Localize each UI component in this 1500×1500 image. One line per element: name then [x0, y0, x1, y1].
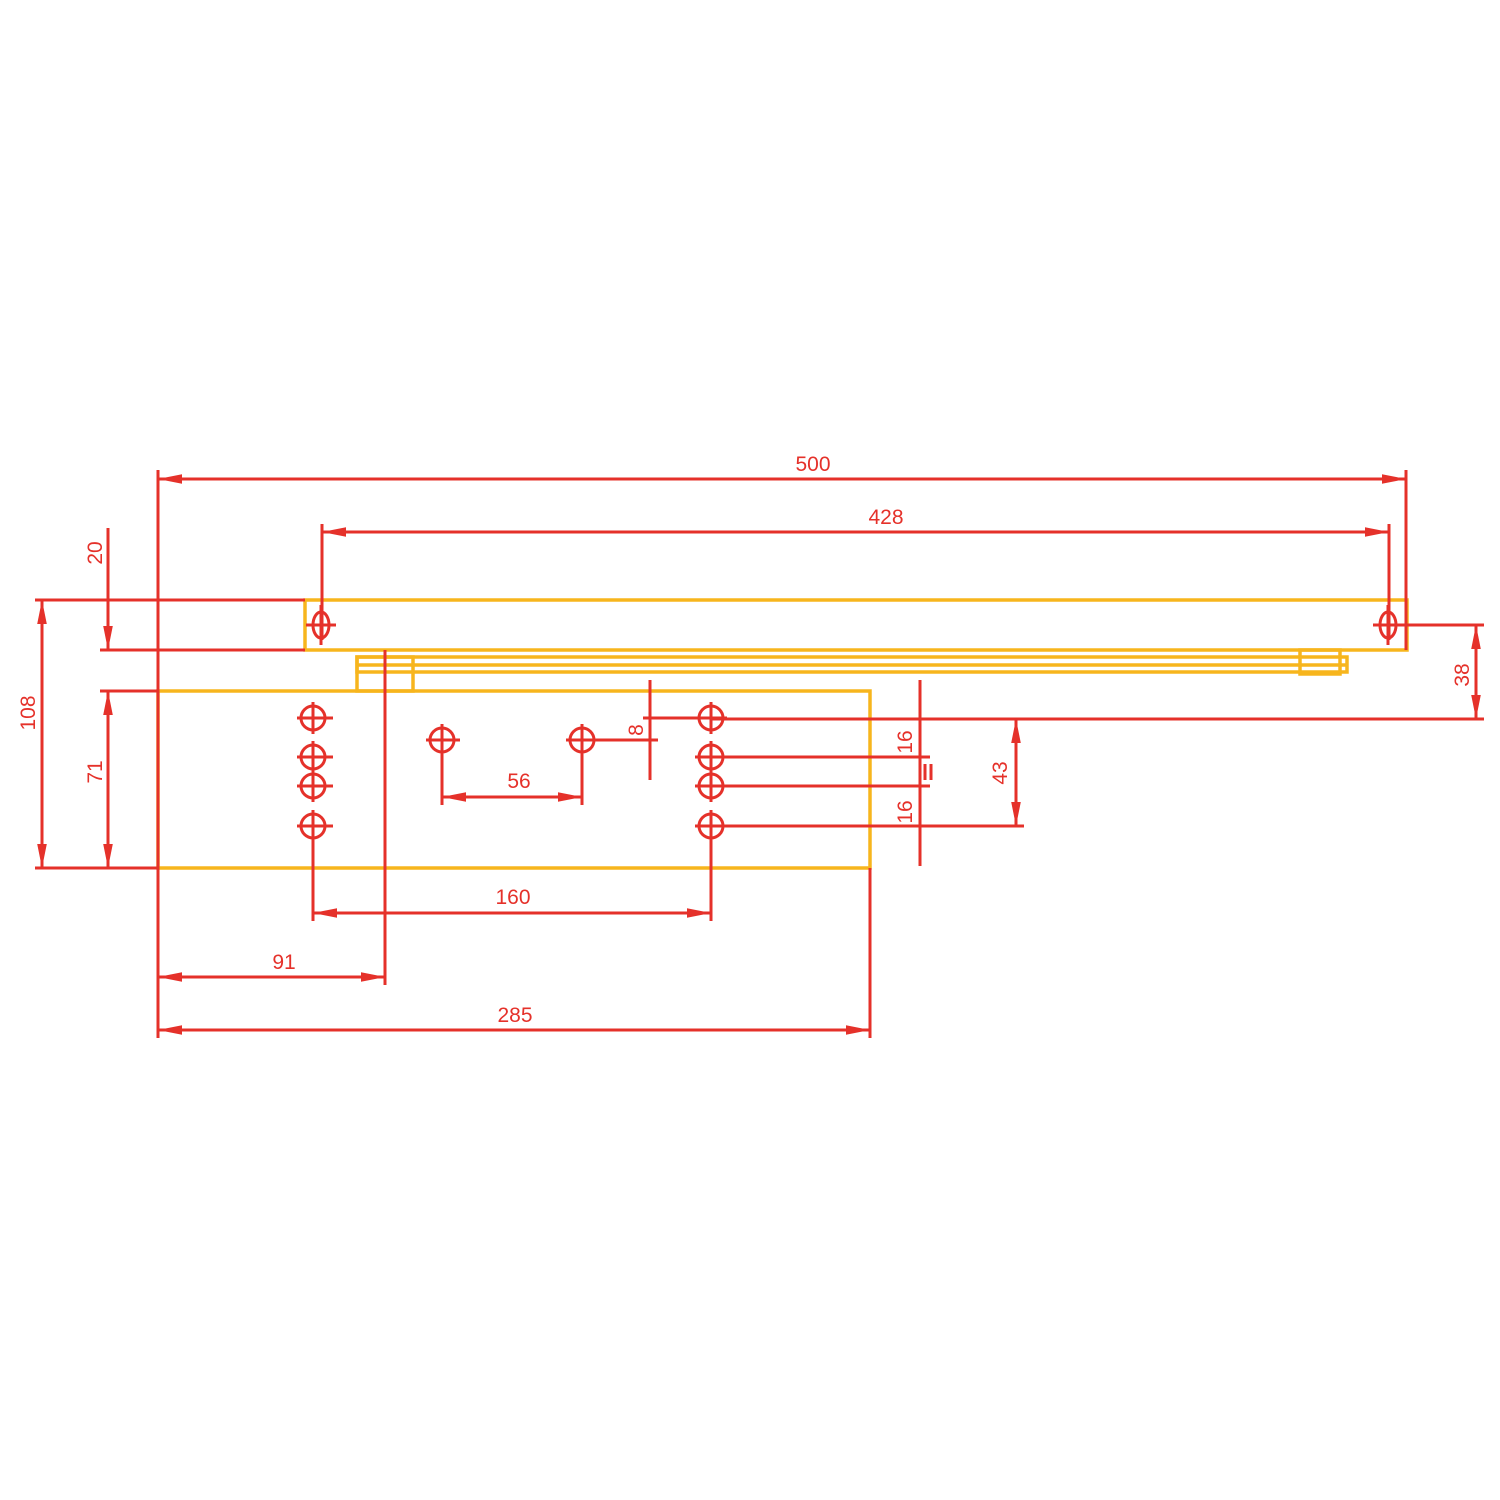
dim-label-285: 285 [497, 1004, 532, 1027]
rail-arm-outline [303, 598, 1409, 652]
dim-label-500: 500 [795, 453, 830, 476]
dim-label-38: 38 [1451, 663, 1474, 686]
dim-label-428: 428 [868, 506, 903, 529]
body-hole-left-1 [297, 702, 333, 734]
center-hole-left [426, 724, 460, 756]
dim-label-56: 56 [507, 770, 530, 793]
dim-label-20: 20 [84, 541, 107, 564]
body-hole-left-4 [297, 810, 333, 842]
dim-label-43: 43 [989, 761, 1012, 784]
mounting-holes [297, 605, 1403, 842]
dim-label-16-upper: 16 [894, 730, 917, 753]
closer-outline [156, 598, 1409, 870]
dim-label-16-lower: 16 [894, 800, 917, 823]
slider-block [1298, 648, 1342, 676]
dim-label-160: 160 [495, 886, 530, 909]
dim-label-71: 71 [84, 760, 107, 783]
dim-label-8: 8 [625, 724, 648, 736]
body-hole-left-3 [297, 770, 333, 802]
dim-label-91: 91 [272, 951, 295, 974]
extension-lines [35, 470, 1484, 1038]
dim-label-108: 108 [17, 695, 40, 730]
body-hole-left-2 [297, 741, 333, 773]
dimension-lines [37, 474, 1481, 1035]
